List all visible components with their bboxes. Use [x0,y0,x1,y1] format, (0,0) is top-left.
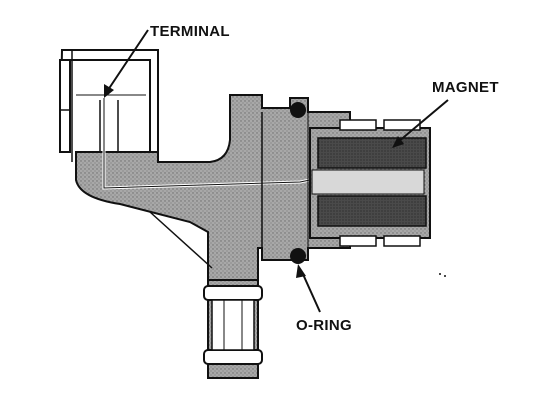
o-ring-bottom [290,248,306,264]
o-ring-arrow [296,264,321,313]
terminal-label: TERMINAL [150,23,230,40]
o-ring-top [290,102,306,118]
magnet-housing [309,119,431,247]
sensor-body [75,94,351,281]
connector-housing [58,49,159,162]
o-ring-label: O-RING [296,317,352,334]
magnet-label: MAGNET [432,79,499,96]
body-leader-line [149,211,213,269]
terminal-arrow [104,29,149,98]
magnet-arrow [392,99,449,148]
lower-stem [203,279,263,379]
